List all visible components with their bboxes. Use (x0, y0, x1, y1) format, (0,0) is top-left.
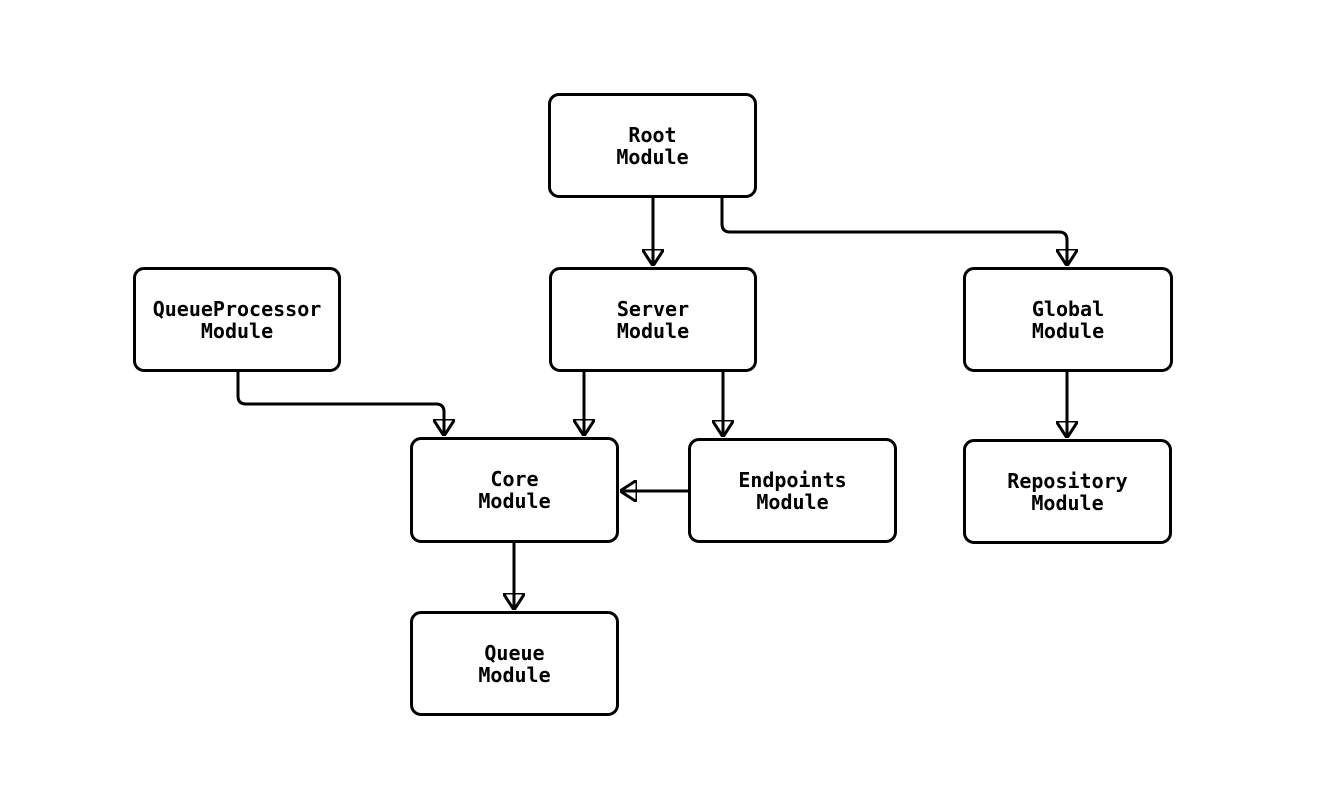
node-core-module-label: Core Module (478, 467, 551, 513)
edge-root-module-to-global-module (720, 198, 1067, 266)
node-server-module: Server Module (549, 267, 757, 372)
node-core-module: Core Module (410, 437, 619, 543)
node-endpoints-module: Endpoints Module (688, 438, 897, 543)
node-root-module-label: Root Module (616, 122, 689, 169)
node-server-module-label: Server Module (616, 296, 690, 343)
node-queueprocessor-module: QueueProcessor Module (133, 267, 341, 372)
node-global-module: Global Module (963, 267, 1173, 372)
edge-queueprocessor-module-to-core-module (236, 372, 444, 436)
node-repository-module: Repository Module (963, 439, 1172, 544)
node-root-module: Root Module (548, 93, 757, 198)
node-queue-module: Queue Module (410, 611, 619, 716)
node-repository-module-label: Repository Module (1007, 468, 1128, 515)
node-queueprocessor-module-label: QueueProcessor Module (152, 296, 322, 343)
node-global-module-label: Global Module (1031, 296, 1105, 343)
node-queue-module-label: Queue Module (478, 640, 551, 687)
node-endpoints-module-label: Endpoints Module (738, 467, 847, 514)
